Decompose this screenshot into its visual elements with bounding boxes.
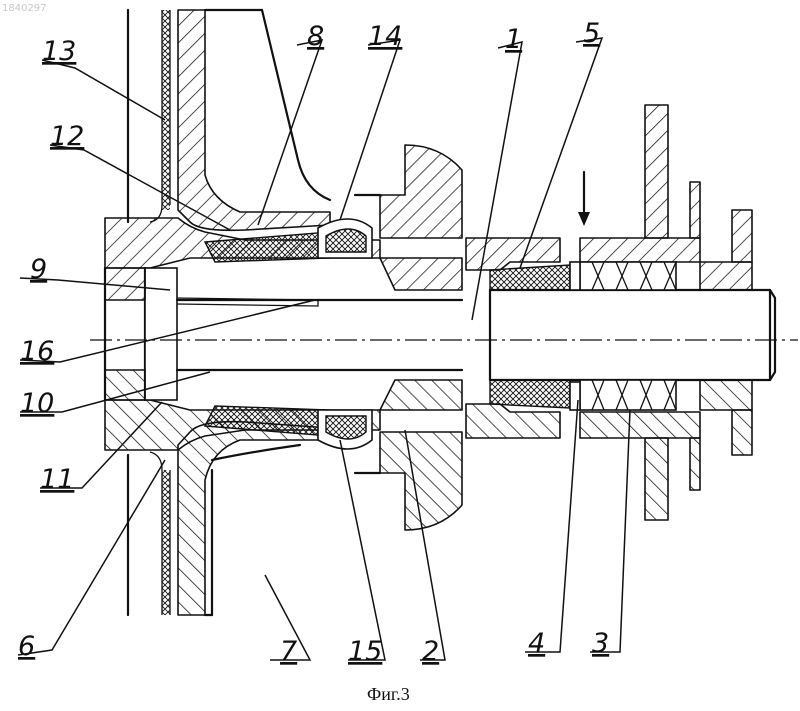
document-id: 1840297 [2, 3, 47, 14]
shaft [177, 290, 775, 380]
label-5: 5 [583, 18, 600, 49]
label-8: 8 [307, 21, 324, 52]
label-11: 11 [40, 464, 74, 495]
label-15: 15 [348, 636, 382, 667]
label-7: 7 [280, 636, 297, 667]
label-4: 4 [528, 628, 545, 659]
label-9: 9 [30, 254, 47, 285]
reference-numerals: 13 12 8 14 1 5 9 16 10 11 6 7 15 2 4 3 [18, 18, 609, 667]
leader-lines [18, 38, 630, 660]
bearing-housing [466, 105, 752, 520]
figure-caption: Фиг.3 [367, 684, 410, 704]
label-2: 2 [422, 636, 439, 667]
label-6: 6 [18, 631, 35, 662]
label-13: 13 [42, 36, 76, 67]
label-10: 10 [20, 388, 54, 419]
seal-rings [318, 219, 372, 449]
housing-flange [355, 145, 462, 530]
label-12: 12 [50, 121, 84, 152]
label-16: 16 [20, 336, 54, 367]
label-3: 3 [592, 628, 609, 659]
label-14: 14 [368, 21, 402, 52]
knurled-sleeve [205, 232, 330, 436]
label-1: 1 [505, 24, 522, 55]
